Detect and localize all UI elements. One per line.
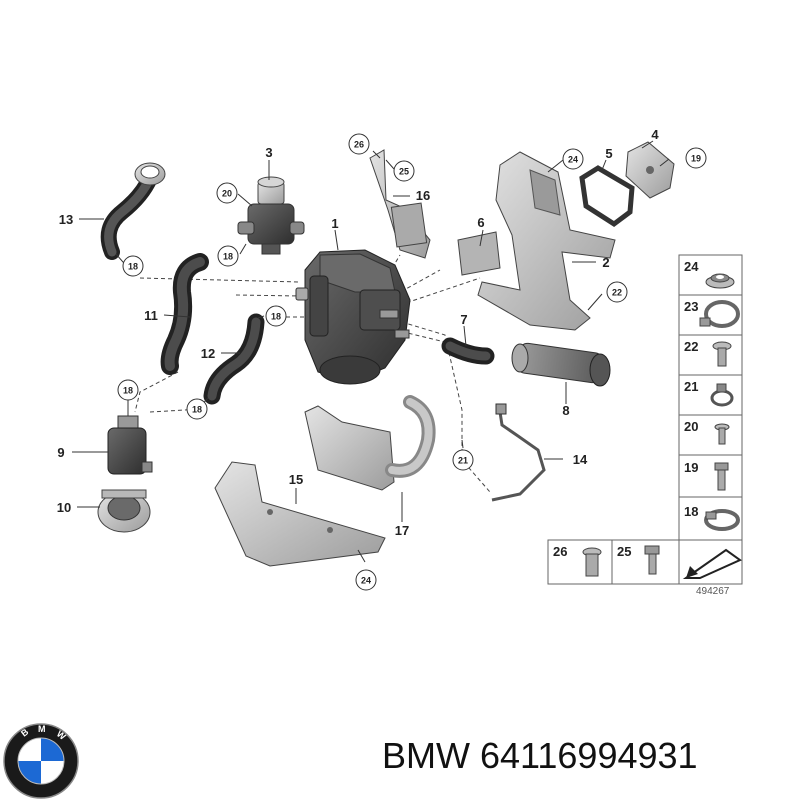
callout-20: 20 bbox=[216, 182, 238, 204]
callout-22: 22 bbox=[606, 281, 628, 303]
label-17: 17 bbox=[395, 523, 409, 538]
diagram-reference-number: 494267 bbox=[696, 586, 730, 597]
hose-clamp-18-icon bbox=[704, 509, 740, 531]
part-13-hose bbox=[100, 162, 166, 260]
label-15: 15 bbox=[289, 472, 303, 487]
callout-18-c: 18 bbox=[265, 305, 287, 327]
part-10-ring bbox=[97, 489, 151, 533]
legend-22: 22 bbox=[684, 339, 698, 354]
svg-text:26: 26 bbox=[354, 140, 364, 150]
circled-labels: 26 25 24 19 20 18 18 18 22 18 18 21 24 bbox=[117, 133, 707, 591]
legend-19: 19 bbox=[684, 460, 698, 475]
label-12: 12 bbox=[201, 346, 215, 361]
part-9-pump bbox=[107, 415, 153, 475]
label-13: 13 bbox=[59, 212, 73, 227]
legend-21: 21 bbox=[684, 379, 698, 394]
part-11-hose bbox=[160, 253, 209, 375]
label-8: 8 bbox=[562, 403, 569, 418]
svg-text:18: 18 bbox=[123, 386, 133, 396]
nut-24-icon bbox=[705, 273, 735, 289]
part-2-bracket bbox=[457, 151, 616, 331]
hose-clip-21-icon bbox=[710, 383, 734, 407]
label-4: 4 bbox=[651, 127, 659, 142]
band-clamp-23-icon bbox=[699, 300, 740, 328]
callout-18-a: 18 bbox=[217, 245, 239, 267]
legend-20: 20 bbox=[684, 419, 698, 434]
svg-text:B: B bbox=[19, 726, 31, 738]
label-11: 11 bbox=[144, 308, 158, 323]
bmw-logo: B M W bbox=[3, 723, 79, 799]
label-1: 1 bbox=[331, 216, 338, 231]
label-14: 14 bbox=[573, 452, 588, 467]
callout-24-bottom: 24 bbox=[355, 569, 377, 591]
svg-text:M: M bbox=[38, 724, 46, 734]
callout-18-d: 18 bbox=[117, 379, 139, 401]
callout-18-b: 18 bbox=[122, 255, 144, 277]
part-5-gasket bbox=[579, 165, 635, 228]
part-1-heater-unit bbox=[295, 249, 411, 385]
part-14-cable bbox=[491, 403, 546, 502]
part-8-silencer bbox=[511, 342, 611, 387]
legend-26: 26 bbox=[553, 544, 567, 559]
svg-text:21: 21 bbox=[458, 456, 468, 466]
fastener-legend: 24 23 22 21 20 19 18 26 25 bbox=[547, 254, 743, 585]
bolt-20-icon bbox=[714, 423, 730, 445]
number-labels: 1 2 3 4 5 6 7 8 9 10 11 12 13 14 15 16 1… bbox=[57, 127, 660, 538]
legend-25: 25 bbox=[617, 544, 631, 559]
screw-22-icon bbox=[712, 341, 732, 367]
bolt-19-icon bbox=[714, 462, 729, 491]
svg-text:24: 24 bbox=[361, 576, 371, 586]
label-6: 6 bbox=[477, 215, 484, 230]
callout-18-e: 18 bbox=[186, 398, 208, 420]
svg-text:18: 18 bbox=[192, 405, 202, 415]
part-17-exhaust bbox=[304, 395, 436, 491]
svg-text:25: 25 bbox=[399, 167, 409, 177]
part-3-valve bbox=[237, 176, 305, 255]
svg-text:18: 18 bbox=[271, 312, 281, 322]
label-10: 10 bbox=[57, 500, 71, 515]
label-9: 9 bbox=[57, 445, 64, 460]
svg-text:24: 24 bbox=[568, 155, 578, 165]
callout-26: 26 bbox=[348, 133, 370, 155]
arrow-icon bbox=[682, 548, 742, 579]
leader-lines bbox=[72, 140, 670, 563]
svg-text:22: 22 bbox=[612, 288, 622, 298]
part-15-bracket bbox=[214, 461, 386, 567]
part-7-hose bbox=[441, 337, 495, 365]
part-12-hose bbox=[203, 313, 265, 405]
callout-24-top: 24 bbox=[562, 148, 584, 170]
part-16-bracket bbox=[369, 149, 431, 259]
callout-25: 25 bbox=[393, 160, 415, 182]
callout-21: 21 bbox=[452, 449, 474, 471]
callout-19: 19 bbox=[685, 147, 707, 169]
rivet-nut-26-icon bbox=[582, 547, 602, 577]
bolt-25-icon bbox=[644, 545, 660, 575]
svg-text:18: 18 bbox=[223, 252, 233, 262]
legend-24: 24 bbox=[684, 259, 699, 274]
label-2: 2 bbox=[602, 255, 609, 270]
legend-18: 18 bbox=[684, 504, 698, 519]
brand-part-number: BMW 64116994931 bbox=[382, 735, 698, 776]
label-16: 16 bbox=[416, 188, 430, 203]
legend-23: 23 bbox=[684, 299, 698, 314]
label-3: 3 bbox=[265, 145, 272, 160]
svg-text:20: 20 bbox=[222, 189, 232, 199]
label-7: 7 bbox=[460, 312, 467, 327]
svg-text:18: 18 bbox=[128, 262, 138, 272]
part-4-plate bbox=[625, 141, 675, 199]
svg-text:19: 19 bbox=[691, 154, 701, 164]
label-5: 5 bbox=[605, 146, 612, 161]
